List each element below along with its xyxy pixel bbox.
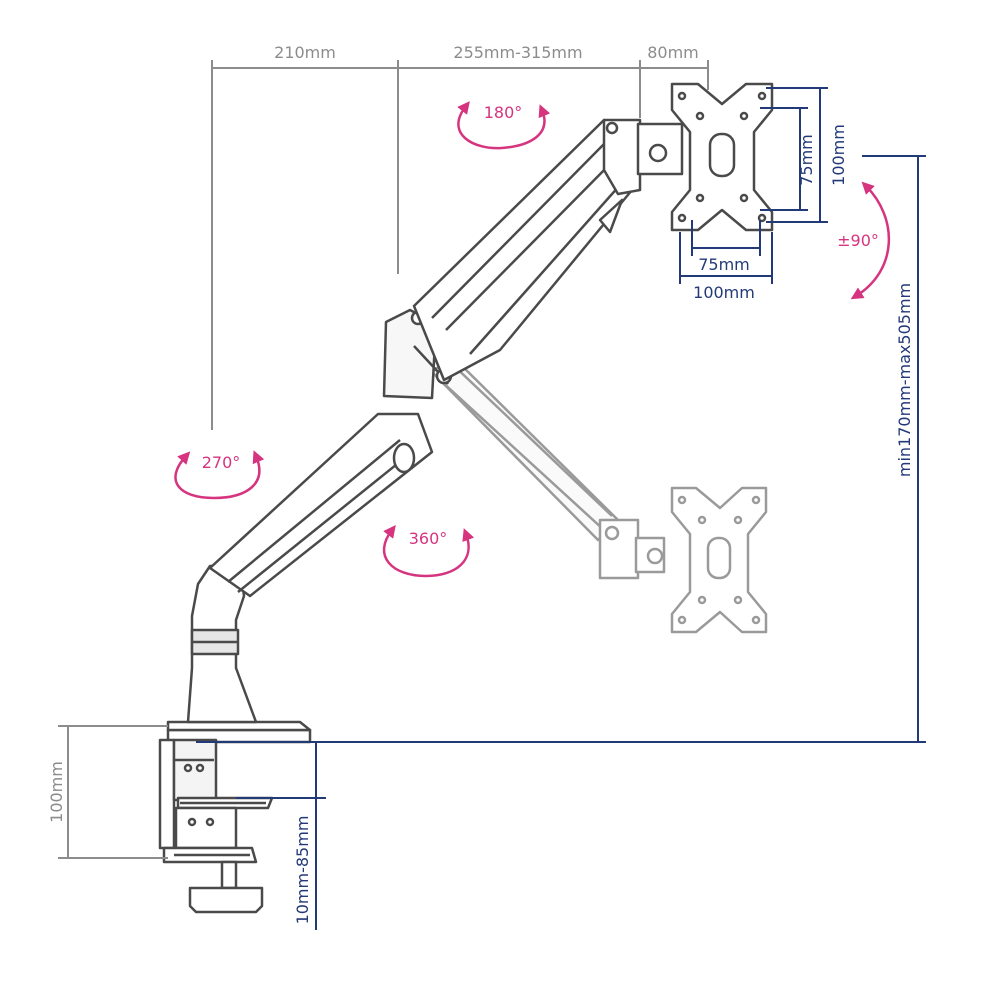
- label-arm-reach: 255mm-315mm: [453, 43, 582, 62]
- vesa-plate: [670, 82, 774, 232]
- gray-dimension-lines: [58, 60, 709, 859]
- tilt-head: [602, 118, 642, 196]
- tilt-90-arrow: [850, 181, 891, 300]
- label-210mm: 210mm: [274, 43, 336, 62]
- label-vesa-100-width: 100mm: [693, 283, 755, 302]
- dimension-labels: 210mm 255mm-315mm 80mm 100mm 75mm 100mm …: [47, 43, 914, 924]
- elbow-joint: [382, 308, 438, 400]
- navy-dimension-lines: [196, 87, 926, 930]
- monitor-arm: [186, 82, 774, 724]
- desk-clamp: [158, 720, 312, 914]
- label-vesa-75-width: 75mm: [698, 255, 750, 274]
- label-desk-thickness: 10mm-85mm: [293, 816, 312, 925]
- label-rotate-270: 270°: [202, 453, 241, 472]
- label-tilt-90: ±90°: [837, 231, 879, 250]
- label-rotate-360: 360°: [409, 529, 448, 548]
- ghost-arm-lowered: [430, 354, 768, 634]
- rotate-180-arrow: [457, 101, 551, 150]
- label-vesa-100-height: 100mm: [829, 124, 848, 186]
- rotate-360-arrow: [382, 525, 475, 578]
- rotation-arrows: [174, 101, 891, 578]
- label-clamp-height: 100mm: [47, 761, 66, 823]
- label-80mm: 80mm: [647, 43, 699, 62]
- label-height-range: min170mm-max505mm: [895, 283, 914, 477]
- rotation-labels: 180° ±90° 270° 360°: [202, 103, 879, 548]
- label-rotate-180: 180°: [484, 103, 523, 122]
- label-vesa-75-height: 75mm: [797, 134, 816, 186]
- rotate-270-arrow: [174, 450, 265, 500]
- ghost-vesa-plate: [670, 486, 768, 634]
